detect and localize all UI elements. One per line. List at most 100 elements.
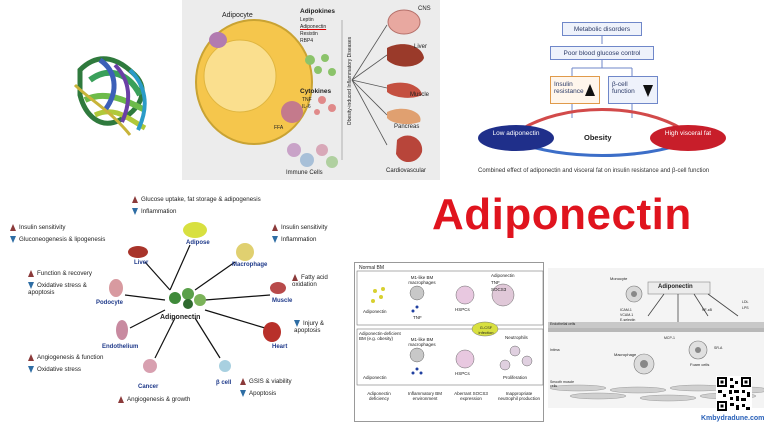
bottom-label-neutrophil: Inappropriate neutrophil production xyxy=(497,391,541,401)
bottom-label-deficiency: Adiponectin deficiency xyxy=(367,391,391,401)
vessel-adiponectin-title: Adiponectin xyxy=(658,284,693,290)
qr-code[interactable] xyxy=(716,376,752,412)
high-visceral-fat-label: High visceral fat xyxy=(664,130,712,137)
flow-caption: Combined effect of adiponectin and visce… xyxy=(478,168,710,174)
adipokine-item-leptin: Leptin xyxy=(300,17,314,23)
beta-down-text: Apoptosis xyxy=(240,390,276,397)
down-arrow-icon xyxy=(28,282,34,289)
metabolic-flow-panel: Metabolic disorders Poor blood glucose c… xyxy=(452,10,752,180)
m1-deficient-label: M1-like BM macrophages xyxy=(408,337,436,347)
legend-socs3: SOCS3 xyxy=(491,287,507,292)
adipokine-item-resistin: Resistin xyxy=(300,31,318,37)
insulin-resistance-text: Insulin resistance xyxy=(554,81,584,96)
organ-liver-label: Liver xyxy=(414,44,428,50)
sra-label: SR-A xyxy=(714,346,723,350)
macrophage-label: Macrophage xyxy=(232,262,268,268)
endothelial-cells-label: Endothelial cells xyxy=(550,322,576,326)
down-arrow-icon xyxy=(132,208,138,215)
adiponectin-normal-label: Adiponectin xyxy=(363,309,387,314)
up-arrow-icon xyxy=(10,224,16,231)
endothelium-label: Endothelium xyxy=(102,344,139,350)
organ-cardiovascular-label: Cardiovascular xyxy=(386,168,427,174)
legend-tnf: TNF xyxy=(491,280,500,285)
hspcs-normal-label: HSPCs xyxy=(455,307,470,312)
neutrophils-label: Neutrophils xyxy=(505,335,528,340)
beta-down-icon xyxy=(643,85,653,97)
adipokines-label: Adipokines xyxy=(300,8,336,15)
protein-structure-image xyxy=(60,40,170,150)
low-adiponectin-label: Low adiponectin xyxy=(492,130,540,137)
heart-label: Heart xyxy=(272,344,288,350)
cancer-label: Cancer xyxy=(138,384,159,390)
beta-cell-function-text: β-cell function xyxy=(612,81,635,96)
glucose-control-text: Poor blood glucose control xyxy=(563,50,641,57)
muscle-up-text: Fatty acid oxidation xyxy=(292,274,328,289)
cytokine-item-il6: IL-6 xyxy=(302,104,311,110)
up-arrow-icon xyxy=(28,354,34,361)
watermark-link[interactable]: Kmbydradune.com xyxy=(701,415,765,422)
lps-label: LPS xyxy=(742,306,749,310)
hub-center-label: Adiponectin xyxy=(160,314,201,321)
hspcs-deficient-label: HSPCs xyxy=(455,371,470,376)
inflammatory-diseases-label: Obesity-induced Inflammatory Diseases xyxy=(347,36,354,126)
organ-cns-label: CNS xyxy=(418,6,431,12)
podocyte-label: Podocyte xyxy=(96,300,124,306)
cytokines-label: Cytokines xyxy=(300,88,332,95)
vcam1-label: VCAM-1 xyxy=(620,313,634,317)
endothelium-up-text: Angiogenesis & function xyxy=(28,354,103,361)
endothelium-down-text: Oxidative stress xyxy=(28,366,81,373)
liver-up-text: Insulin sensitivity xyxy=(10,224,65,231)
beta-cell-label: β cell xyxy=(216,380,232,386)
proliferation-label: Proliferation xyxy=(503,375,528,380)
metabolic-disorders-box: Metabolic disorders xyxy=(562,22,642,36)
adipokine-item-rbp4: RBP4 xyxy=(300,38,314,44)
down-arrow-icon xyxy=(272,236,278,243)
smooth-muscle-label: Smooth muscle cells xyxy=(550,380,575,388)
bottom-label-environment: Inflammatory BM environment xyxy=(407,391,442,401)
eselectin-label: E-selectin xyxy=(620,318,636,322)
deficient-bm-label: Adiponectin-deficient BM (e.g. obesity) xyxy=(359,331,401,341)
up-arrow-icon xyxy=(118,396,124,403)
down-arrow-icon xyxy=(294,320,300,327)
metabolic-disorders-text: Metabolic disorders xyxy=(573,26,631,33)
cytokine-item-tnf: TNF xyxy=(302,97,312,103)
adipokine-item-adiponectin: Adiponectin xyxy=(300,24,327,30)
up-arrow-icon xyxy=(272,224,278,231)
m1-normal-label: M1-like BM macrophages xyxy=(408,275,436,285)
up-arrow-icon xyxy=(292,274,298,281)
normal-bm-label: Normal BM xyxy=(359,265,385,271)
adipose-label: Adipose xyxy=(186,240,210,246)
glucose-control-box: Poor blood glucose control xyxy=(550,46,654,60)
adipose-up-text: Glucose uptake, fat storage & adipogenes… xyxy=(132,196,261,203)
organ-muscle-label: Muscle xyxy=(410,92,430,98)
obesity-label: Obesity xyxy=(584,133,612,142)
liver-label: Liver xyxy=(134,260,149,266)
nfkb-label: NF-κB xyxy=(702,308,712,312)
monocyte-label: Monocyte xyxy=(610,276,628,281)
adiponectin-hub-panel: Adiponectin Adipose Glucose uptake, fat … xyxy=(10,190,350,430)
podocyte-down-text: Oxidative stress & apoptosis xyxy=(28,282,87,297)
cancer-up-text: Angiogenesis & growth xyxy=(118,396,190,403)
bottom-label-socs3: Aberrant SOCS3 expression xyxy=(454,391,488,401)
icam1-label: ICAM-1 xyxy=(620,308,632,312)
macrophage-vessel-label: Macrophage xyxy=(614,352,637,357)
insulin-resistance-box: Insulin resistance xyxy=(550,76,600,104)
adipocyte-label: Adipocyte xyxy=(222,12,253,19)
legend-adiponectin: Adiponectin xyxy=(491,273,515,278)
beta-cell-function-box: β-cell function xyxy=(608,76,658,104)
mcp1-label: MCP-1 xyxy=(664,336,675,340)
up-arrow-icon xyxy=(132,196,138,203)
adiponectin-deficient-label: Adiponectin xyxy=(363,375,387,380)
heart-down-text: Injury & apoptosis xyxy=(294,320,324,335)
immune-cells-label: Immune Cells xyxy=(286,170,323,176)
muscle-label: Muscle xyxy=(272,298,293,304)
adipose-down-text: Inflammation xyxy=(132,208,176,215)
tnf-normal-label: TNF xyxy=(413,315,422,320)
macrophage-down-text: Inflammation xyxy=(272,236,316,243)
intima-label: Intima xyxy=(550,348,560,352)
podocyte-up-text: Function & recovery xyxy=(28,270,92,277)
page-title: Adiponectin xyxy=(432,190,692,239)
bone-marrow-panel: Normal BM Adiponectin M1-like BM macroph… xyxy=(354,262,544,422)
beta-up-text: GSIS & viability xyxy=(240,378,292,385)
ffa-label: FFA xyxy=(274,125,284,131)
